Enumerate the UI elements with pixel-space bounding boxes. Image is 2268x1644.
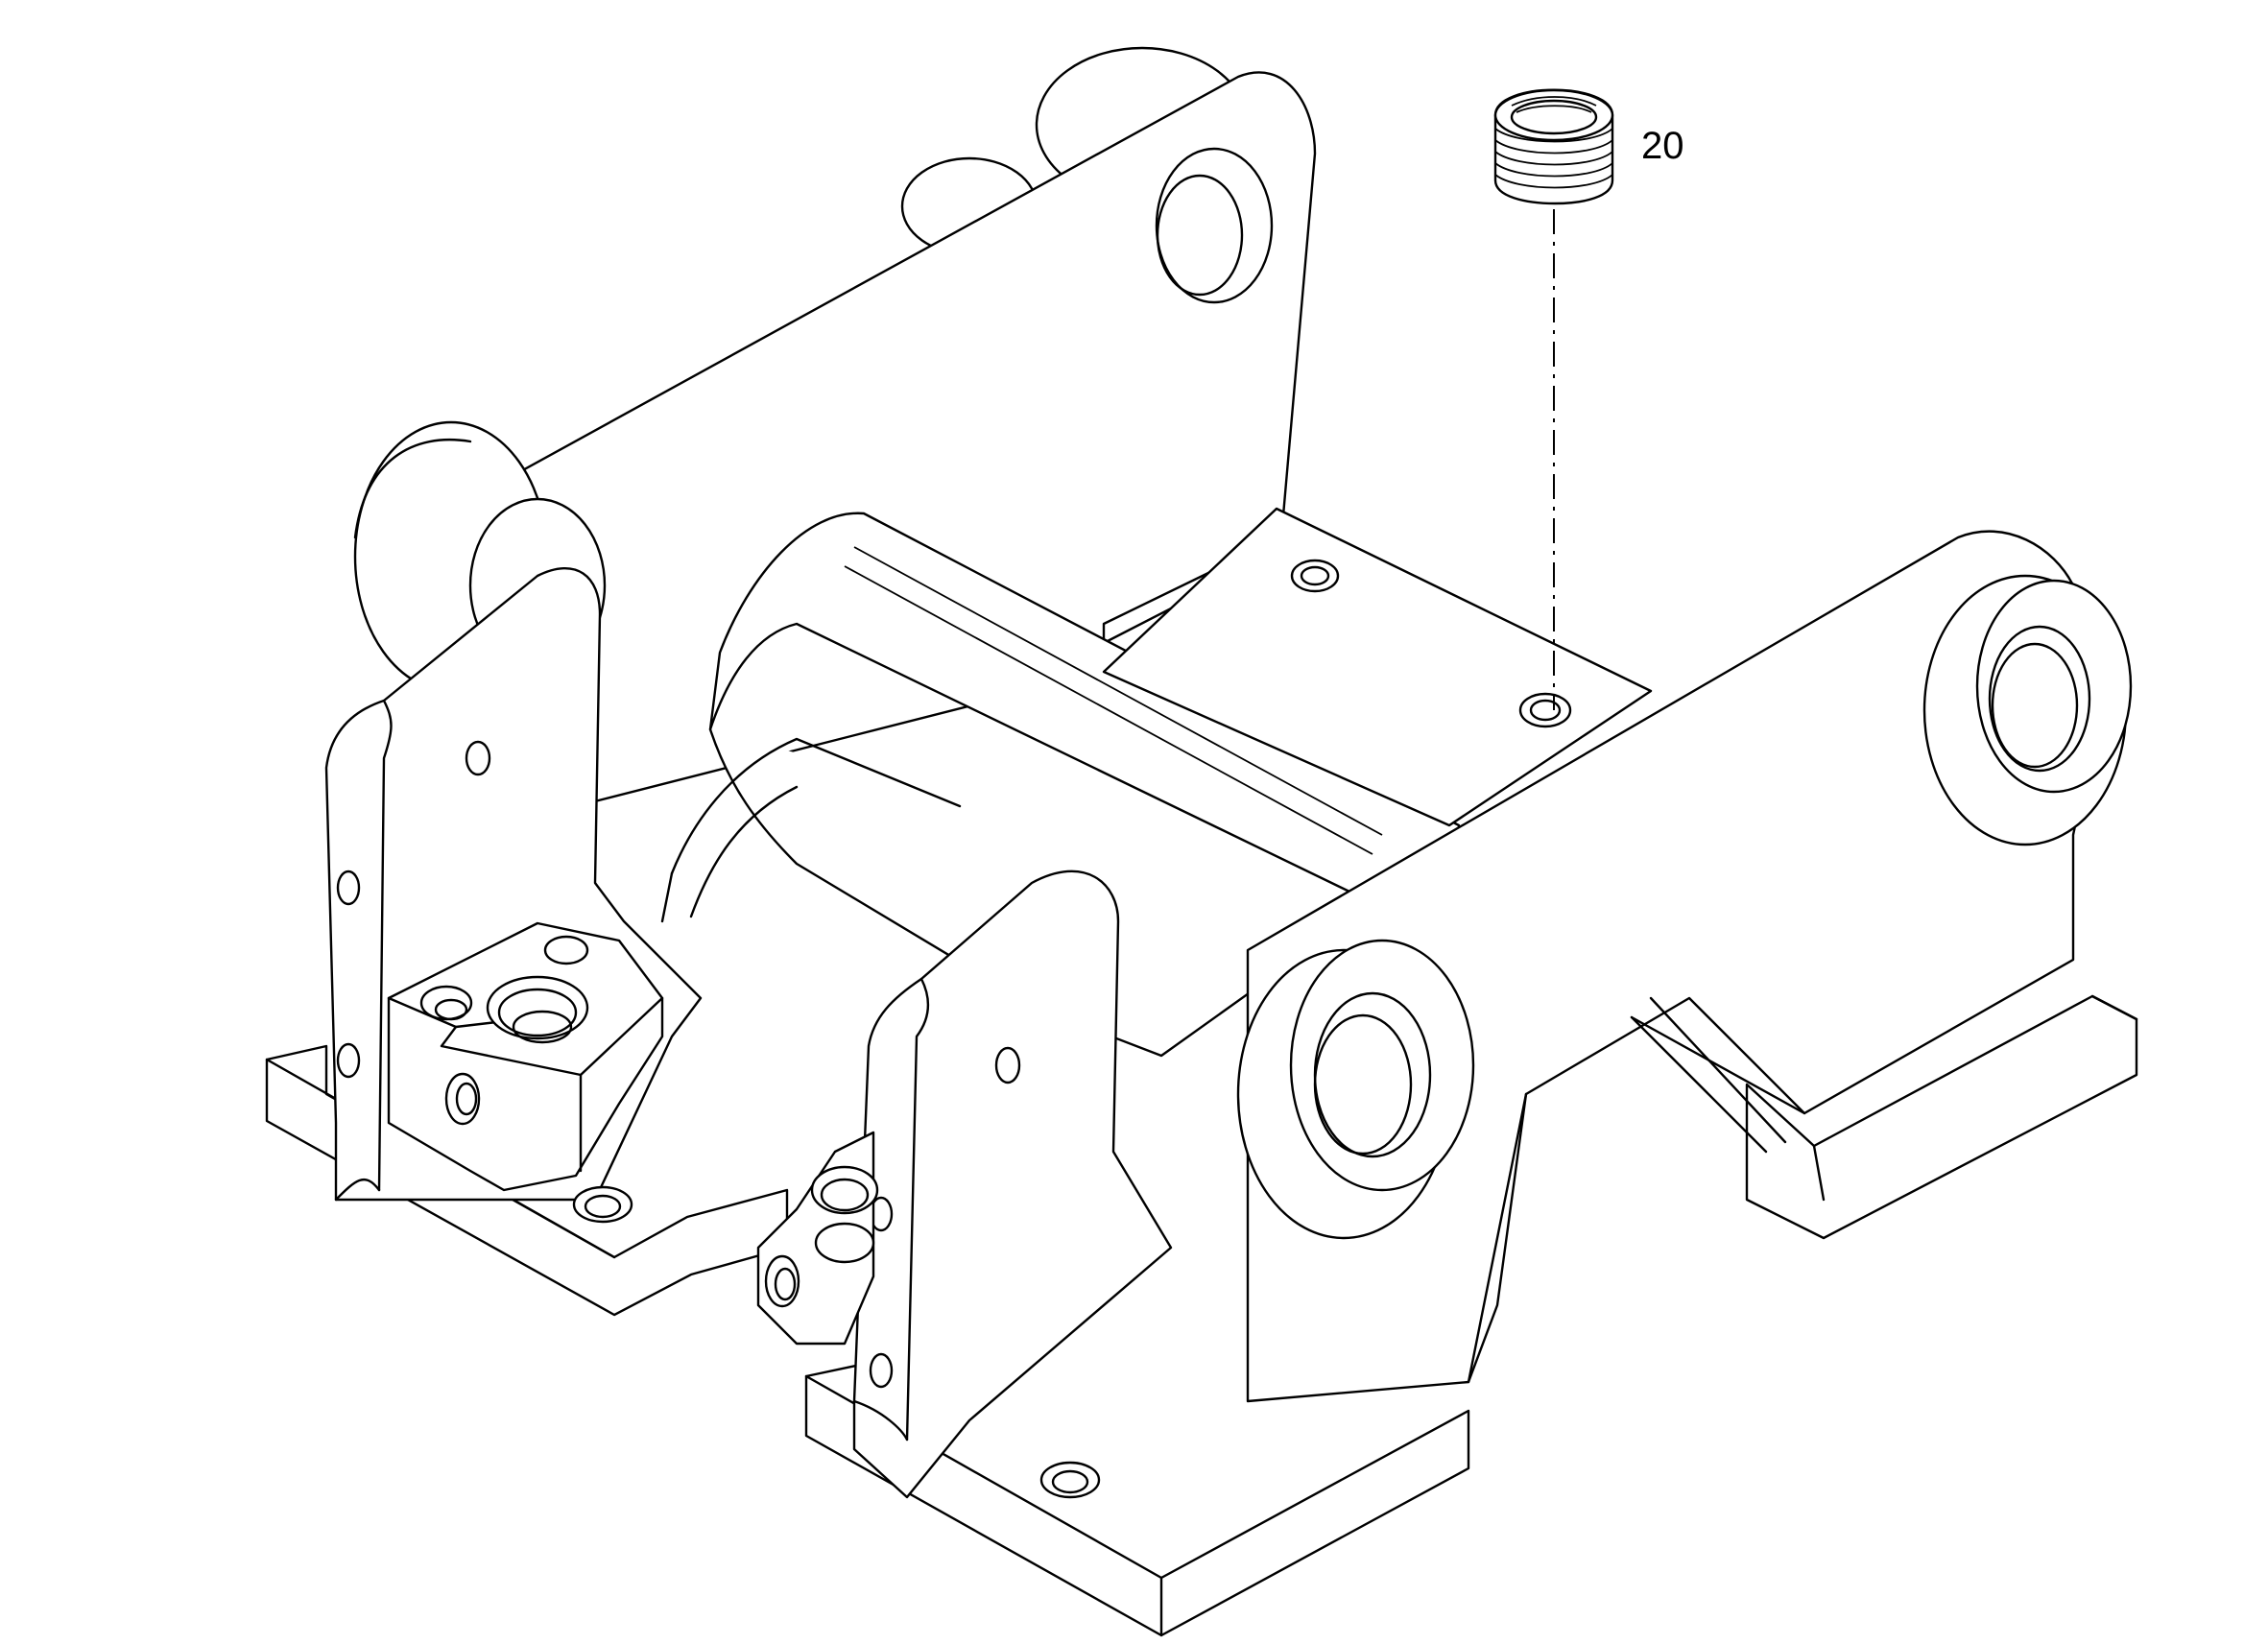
rear-main-plate bbox=[468, 46, 1317, 808]
left-lock-block bbox=[387, 921, 664, 1192]
center-lock-block bbox=[756, 1131, 879, 1346]
base-bolt-holes bbox=[572, 1185, 1101, 1499]
callout-20-number: 20 bbox=[1641, 125, 1684, 167]
coil-insert-icon bbox=[1493, 88, 1614, 205]
callout-20: 20 bbox=[1493, 88, 1684, 710]
inner-bridge bbox=[1102, 507, 1653, 827]
front-center-boss bbox=[1236, 939, 1475, 1240]
base-plate-right bbox=[1745, 994, 2138, 1240]
right-main-plate bbox=[1246, 530, 2133, 1403]
